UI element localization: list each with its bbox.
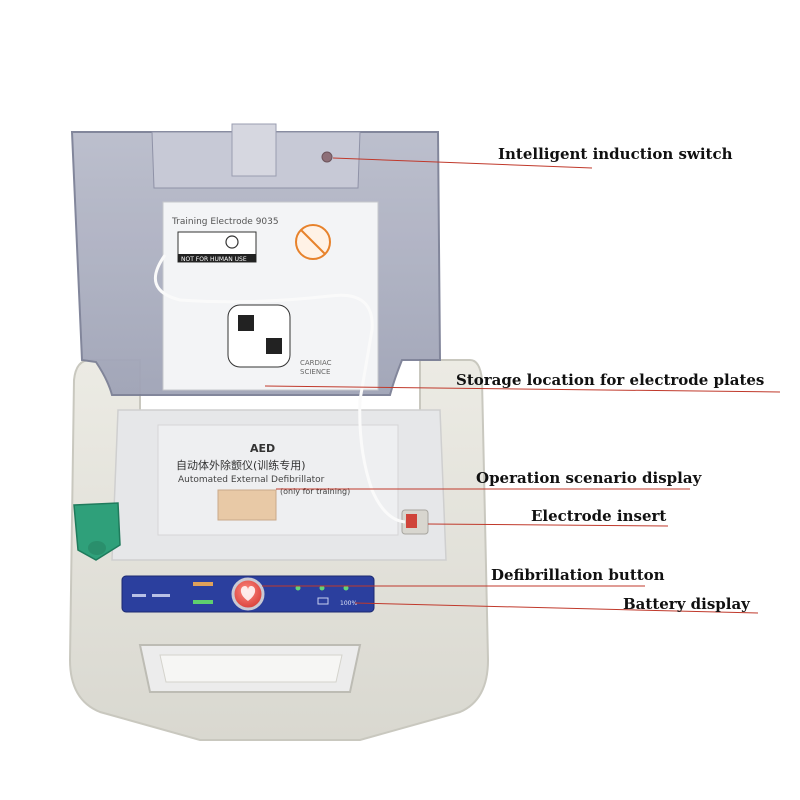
label-area bbox=[157, 424, 399, 536]
callout-operation-scenario-display: Operation scenario display bbox=[476, 469, 702, 487]
callout-battery-display: Battery display bbox=[623, 595, 750, 613]
status-led-3 bbox=[343, 585, 349, 591]
pad-instruction-slash bbox=[300, 229, 326, 255]
callout-storage-location: Storage location for electrode plates bbox=[456, 371, 765, 389]
pad-model: Training Electrode 9035 bbox=[171, 217, 279, 227]
status-led-2 bbox=[319, 585, 325, 591]
panel-tiny-text-2 bbox=[152, 594, 170, 597]
pad-brand-2: SCIENCE bbox=[300, 368, 330, 376]
status-led-1 bbox=[295, 585, 301, 591]
aed-training-note: (only for training) bbox=[280, 487, 350, 496]
leader-insert bbox=[427, 523, 669, 527]
leader-switch bbox=[332, 157, 593, 169]
callout-electrode-insert: Electrode insert bbox=[531, 507, 667, 525]
carry-handle-inner bbox=[159, 654, 343, 683]
pad-brand-1: CARDIAC bbox=[300, 359, 332, 367]
pad-warning-text: NOT FOR HUMAN USE bbox=[181, 256, 247, 263]
lid-hinge-clip bbox=[231, 123, 277, 177]
aed-subtitle-cn: 自动体外除颤仪(训练专用) bbox=[176, 458, 306, 472]
callout-intelligent-induction-switch: Intelligent induction switch bbox=[498, 145, 733, 163]
panel-indicator-b bbox=[193, 600, 213, 604]
callout-defibrillation-button: Defibrillation button bbox=[491, 566, 665, 584]
battery-indicator-icon bbox=[317, 597, 329, 605]
leader-battery bbox=[354, 602, 759, 614]
pad-body-diagram bbox=[227, 304, 291, 368]
battery-level-text: 100% bbox=[340, 600, 357, 607]
pad-placement-2 bbox=[266, 338, 282, 354]
battery-module bbox=[73, 502, 121, 561]
pad-placement-1 bbox=[238, 315, 254, 331]
induction-switch bbox=[321, 151, 333, 163]
panel-indicator-a bbox=[193, 582, 213, 586]
heart-icon bbox=[240, 586, 256, 601]
aed-subtitle-en: Automated External Defibrillator bbox=[178, 475, 325, 485]
scenario-display bbox=[217, 489, 277, 521]
panel-tiny-text-1 bbox=[132, 594, 146, 597]
electrode-wire bbox=[154, 254, 406, 524]
electrode-plug bbox=[406, 514, 417, 528]
leader-storage bbox=[264, 385, 781, 393]
aed-title: AED bbox=[250, 442, 275, 455]
no-human-use-icon bbox=[225, 235, 239, 249]
battery-knob bbox=[88, 541, 106, 555]
pad-warning-bar bbox=[178, 254, 256, 262]
